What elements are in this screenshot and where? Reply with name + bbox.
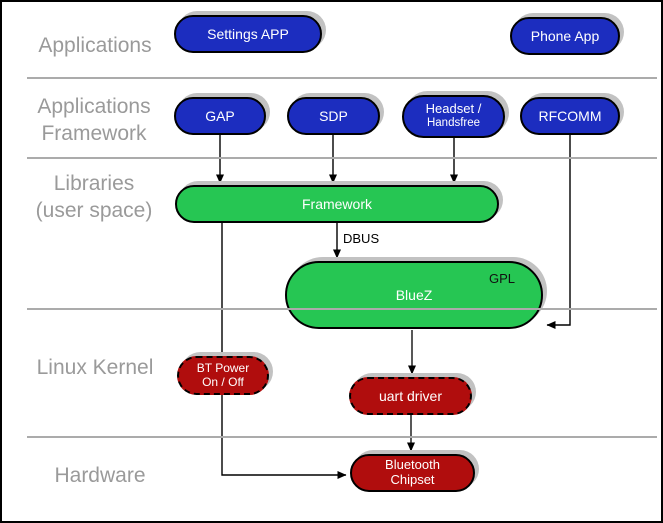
layer-label-text: Applications: [37, 95, 151, 118]
layer-label-text: Applications: [38, 34, 152, 57]
node-settings-app: Settings APP: [174, 15, 322, 53]
node-phone-app: Phone App: [510, 17, 620, 55]
separator-kernel: [27, 436, 657, 438]
node-label: RFCOMM: [538, 107, 602, 124]
layer-label-text: Framework: [41, 122, 147, 145]
node-label: Bluetooth: [385, 457, 440, 473]
node-bt-power-on-off: BT Power On / Off: [177, 356, 269, 395]
layer-label-applications-framework: Applications Framework: [15, 93, 173, 147]
layer-label-text: Linux Kernel: [36, 356, 154, 379]
separator-applications: [27, 77, 657, 79]
node-label: Chipset: [390, 472, 435, 487]
gpl-license-tag: GPL: [488, 271, 515, 286]
node-sdp: SDP: [287, 97, 380, 135]
layer-label-text: Hardware: [54, 464, 146, 487]
separator-framework: [27, 157, 657, 159]
edge-framework-chipset: [221, 223, 347, 479]
layer-label-linux-kernel: Linux Kernel: [20, 354, 170, 381]
edge-label-dbus: DBUS: [343, 231, 380, 246]
node-uart-driver: uart driver: [349, 377, 472, 415]
node-label: Phone App: [530, 27, 600, 44]
node-label: uart driver: [378, 387, 443, 404]
node-label: SDP: [319, 107, 348, 124]
node-bluetooth-chipset: Bluetooth Chipset: [350, 454, 475, 492]
node-headset-handsfree: Headset / Handsfree: [402, 95, 505, 138]
layer-label-libraries-user-space: Libraries (user space): [12, 170, 176, 224]
node-rfcomm: RFCOMM: [520, 97, 620, 135]
layer-label-text: (user space): [35, 199, 153, 222]
node-label: On / Off: [202, 374, 244, 389]
layer-label-applications: Applications: [20, 32, 170, 59]
node-label: BT Power: [196, 360, 250, 375]
node-bluez: BlueZ GPL: [285, 261, 543, 329]
layer-label-hardware: Hardware: [30, 462, 170, 489]
node-label: Settings APP: [207, 25, 289, 42]
edge-rfcomm-bluez: [546, 135, 571, 329]
node-label: Handsfree: [426, 117, 481, 130]
node-framework: Framework: [175, 185, 499, 223]
node-label: GAP: [205, 107, 235, 124]
node-label: BlueZ: [395, 286, 433, 303]
node-label: Framework: [301, 195, 372, 212]
node-gap: GAP: [174, 97, 266, 135]
separator-libraries: [27, 308, 657, 310]
layer-label-text: Libraries: [53, 172, 135, 195]
node-label: Headset /: [425, 101, 482, 117]
